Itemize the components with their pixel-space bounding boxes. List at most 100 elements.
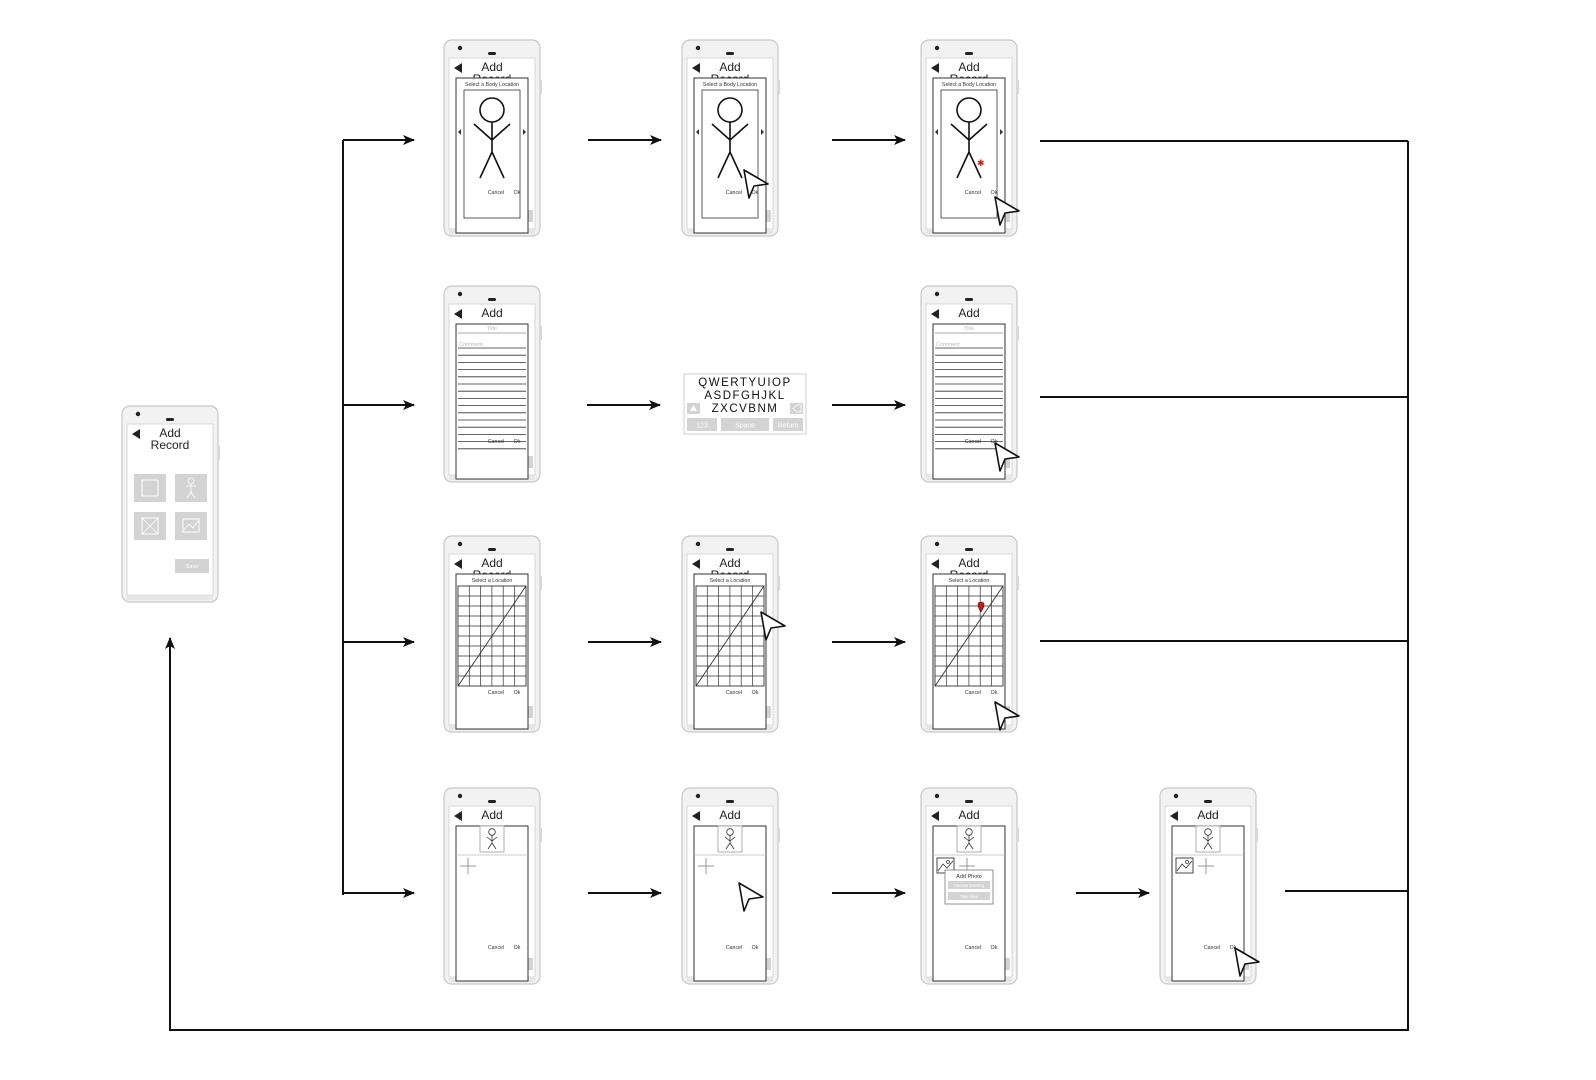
- back-arrow-icon: [692, 811, 700, 821]
- next-arrow-icon: [1000, 129, 1003, 135]
- cancel-label: Cancel: [488, 690, 504, 696]
- key-space: [721, 418, 769, 431]
- back-arrow-icon: [132, 429, 140, 439]
- ok-label: Ok: [991, 690, 998, 696]
- cursor-icon: [738, 882, 764, 912]
- camera-dot: [934, 45, 940, 51]
- back-arrow-icon: [692, 63, 700, 73]
- stick-figure: [711, 122, 749, 179]
- photo-thumb-sun: [946, 860, 950, 864]
- key-return-label: Return: [777, 423, 798, 430]
- back-arrow-icon: [931, 559, 939, 569]
- camera-dot: [934, 793, 940, 799]
- camera-dot: [1173, 793, 1179, 799]
- camera-dot: [457, 291, 463, 297]
- map-icon: [141, 517, 159, 535]
- side-button: [1017, 828, 1019, 842]
- save-label: Save: [186, 564, 199, 570]
- next-arrow-icon: [523, 129, 526, 135]
- side-button: [540, 326, 542, 340]
- stick-figure: [950, 122, 988, 179]
- cancel-label: Cancel: [1204, 945, 1220, 951]
- spine-right: [165, 141, 1409, 1031]
- side-button: [778, 80, 780, 94]
- ok-label: Ok: [514, 190, 521, 196]
- back-arrow-icon: [931, 811, 939, 821]
- speaker: [726, 800, 734, 803]
- photo-thumb-line: [1176, 860, 1193, 872]
- location-marker-icon: ✱: [977, 158, 985, 168]
- ok-label: Ok: [991, 190, 998, 196]
- thumb-figure: [963, 835, 975, 850]
- speaker: [488, 298, 496, 301]
- camera-dot: [457, 793, 463, 799]
- add-photo-plus-icon: [460, 858, 476, 874]
- dialog-title: Select a Body Location: [703, 82, 757, 88]
- map-icon-lines: [141, 517, 159, 535]
- ok-label: Ok: [752, 945, 759, 951]
- dialog-title: Select a Body Location: [465, 82, 519, 88]
- title-add: Add: [1197, 808, 1218, 822]
- back-arrow-icon: [931, 309, 939, 319]
- cursor-icon: [994, 442, 1020, 472]
- speaker: [1204, 800, 1212, 803]
- camera-dot: [934, 541, 940, 547]
- camera-dot: [695, 45, 701, 51]
- take-new-button: [948, 892, 990, 900]
- camera-dot: [457, 541, 463, 547]
- key-123-label: 123: [696, 423, 708, 430]
- side-button: [540, 828, 542, 842]
- speaker: [488, 52, 496, 55]
- camera-dot: [457, 45, 463, 51]
- thumb-figure: [486, 835, 498, 850]
- cancel-label: Cancel: [726, 945, 742, 951]
- figure-box: [701, 89, 759, 219]
- title-add: Add: [481, 556, 502, 570]
- speaker: [726, 548, 734, 551]
- side-button: [218, 446, 220, 460]
- thumb-figure: [724, 835, 736, 850]
- title-add: Add: [958, 808, 979, 822]
- prev-arrow-icon: [696, 129, 699, 135]
- speaker: [965, 52, 973, 55]
- camera-dot: [695, 793, 701, 799]
- back-arrow-icon: [454, 309, 462, 319]
- notes-icon: [141, 479, 159, 497]
- back-arrow-icon: [454, 811, 462, 821]
- figure-box: [940, 89, 998, 219]
- side-button: [540, 80, 542, 94]
- save-button: [175, 559, 209, 573]
- speaker: [965, 298, 973, 301]
- title-input: Title: [487, 326, 497, 332]
- camera-dot: [695, 541, 701, 547]
- title-add: Add: [719, 556, 740, 570]
- title-input: Title: [964, 326, 974, 332]
- title-add: Add: [481, 60, 502, 74]
- title-add: Add: [958, 60, 979, 74]
- back-arrow-icon: [931, 63, 939, 73]
- ok-label: Ok: [1230, 945, 1237, 951]
- next-arrow-icon: [761, 129, 764, 135]
- side-button: [1256, 828, 1258, 842]
- add-photo-plus-icon: [1198, 858, 1214, 874]
- choose-existing-label: Choose Existing: [954, 883, 985, 888]
- key-space-label: Space: [735, 423, 755, 430]
- key-row-2: ASDFGHJKL: [704, 390, 785, 402]
- camera-dot: [135, 411, 141, 417]
- back-arrow-icon: [692, 559, 700, 569]
- add-photo-plus-icon: [698, 858, 714, 874]
- speaker: [488, 800, 496, 803]
- ok-label: Ok: [991, 439, 998, 445]
- dialog-title: Select a Body Location: [942, 82, 996, 88]
- dialog: [932, 323, 1006, 480]
- delete-key: [790, 403, 803, 414]
- tile-0: [134, 474, 166, 502]
